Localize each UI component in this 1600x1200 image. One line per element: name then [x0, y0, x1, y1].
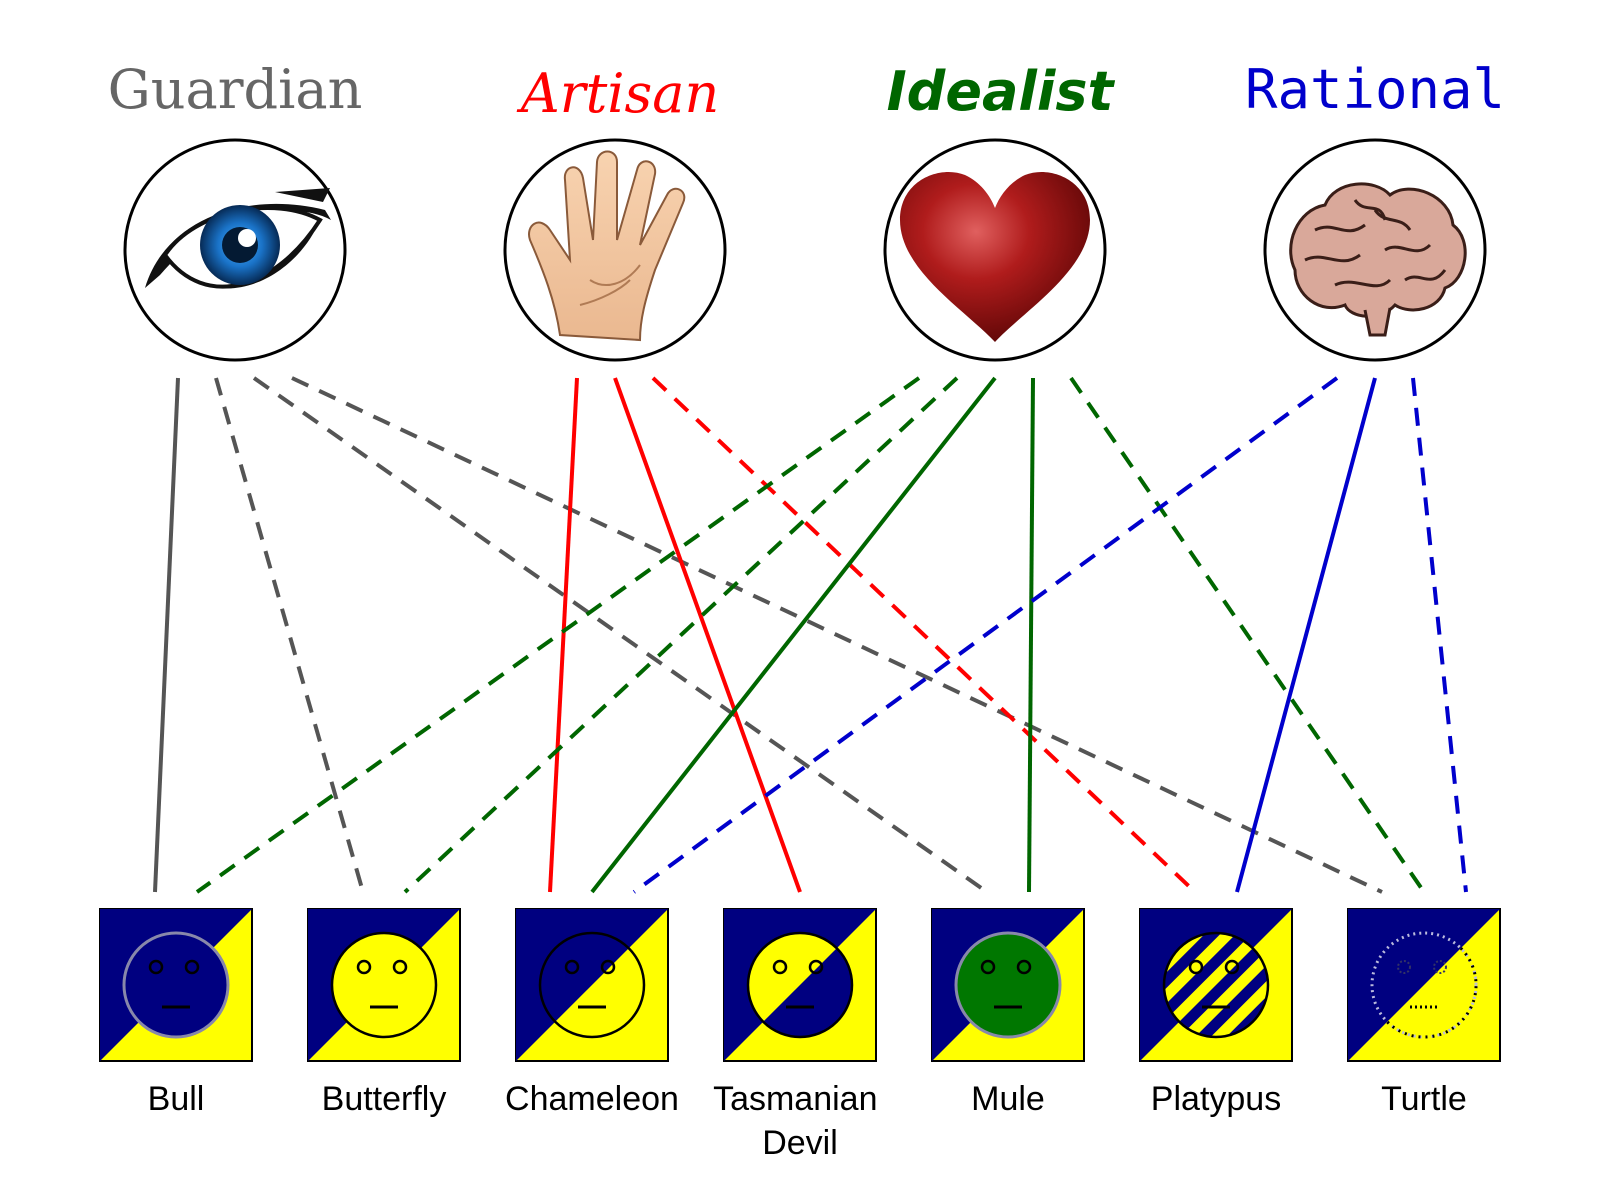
connection-rational-turtle — [1411, 377, 1468, 893]
eye-icon — [123, 138, 347, 362]
title-guardian: Guardian — [108, 58, 363, 121]
turtle-tile — [1347, 908, 1501, 1062]
connection-lines — [153, 376, 1468, 894]
connection-guardian-turtle — [291, 376, 1383, 894]
butterfly-tile — [307, 908, 461, 1062]
label-tasmanian-devil-line1: Tasmanian — [713, 1080, 877, 1118]
title-idealist: Idealist — [887, 60, 1116, 123]
butterfly-face-icon — [330, 931, 438, 1039]
chameleon-tile — [515, 908, 669, 1062]
mule-face-icon — [954, 931, 1062, 1039]
tasmanian-devil-tile — [723, 908, 877, 1062]
connection-idealist-mule — [1027, 377, 1035, 893]
connection-idealist-bull — [195, 376, 921, 894]
title-rational: Rational — [1245, 58, 1505, 121]
title-artisan: Artisan — [516, 62, 719, 125]
label-mule: Mule — [971, 1080, 1045, 1118]
connection-idealist-butterfly — [403, 376, 959, 894]
connection-artisan-chameleon — [548, 377, 579, 893]
hand-icon — [503, 138, 727, 362]
connection-artisan-tasmanian-devil — [613, 377, 802, 893]
animal-tiles — [99, 908, 1501, 1062]
connection-artisan-platypus — [651, 376, 1197, 894]
label-tasmanian-devil-line2: Devil — [762, 1124, 838, 1162]
connection-rational-chameleon — [632, 376, 1339, 894]
mule-tile — [931, 908, 1085, 1062]
turtle-face-icon — [1370, 931, 1478, 1039]
chameleon-face-icon — [538, 931, 646, 1039]
platypus-face-icon — [1162, 931, 1270, 1039]
temperament-icons — [123, 138, 1487, 362]
temperament-titles: Guardian Artisan Idealist Rational — [108, 58, 1505, 125]
label-chameleon: Chameleon — [505, 1080, 679, 1118]
label-butterfly: Butterfly — [322, 1080, 447, 1118]
connection-idealist-chameleon — [590, 376, 997, 894]
label-platypus: Platypus — [1151, 1080, 1281, 1118]
bull-tile — [99, 908, 253, 1062]
label-turtle: Turtle — [1381, 1080, 1467, 1118]
brain-icon — [1263, 138, 1487, 362]
heart-icon — [883, 138, 1107, 362]
connection-rational-platypus — [1235, 377, 1377, 893]
connection-guardian-mule — [252, 376, 989, 894]
bull-face-icon — [122, 931, 230, 1039]
platypus-tile — [1139, 908, 1293, 1062]
connection-idealist-turtle — [1069, 376, 1426, 894]
tasmanian-devil-face-icon — [746, 931, 854, 1039]
connection-guardian-bull — [153, 377, 180, 893]
label-bull: Bull — [148, 1080, 205, 1118]
animal-labels: Bull Butterfly Chameleon Tasmanian Devil… — [148, 1080, 1467, 1162]
label-tasmanian-devil: Tasmanian Devil — [713, 1080, 887, 1162]
connection-guardian-butterfly — [214, 377, 365, 893]
